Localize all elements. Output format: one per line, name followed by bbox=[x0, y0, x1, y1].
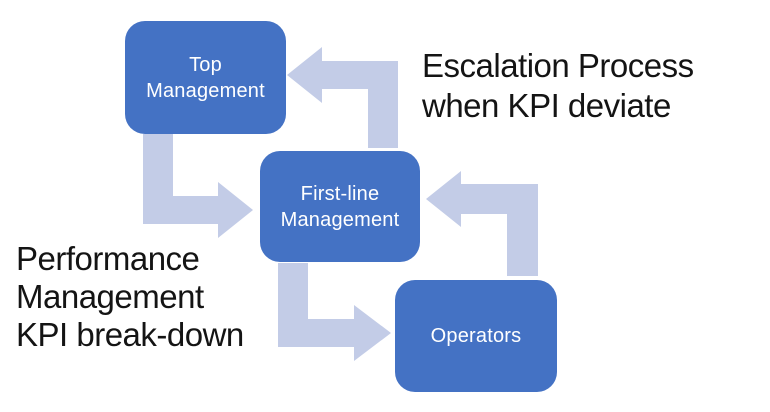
label-escalation-process: Escalation Process when KPI deviate bbox=[422, 46, 694, 126]
arrow-firstline-to-top bbox=[287, 47, 398, 148]
box-label-line: Management bbox=[146, 79, 265, 102]
label-line: Management bbox=[16, 278, 204, 315]
box-label-line: First-line bbox=[300, 182, 380, 205]
box-first-line-management: First-line Management bbox=[260, 151, 420, 262]
box-top-management: Top Management bbox=[125, 21, 286, 134]
arrow-firstline-to-operators bbox=[278, 263, 391, 361]
box-label-line: Management bbox=[280, 208, 400, 231]
box-operators: Operators bbox=[395, 280, 557, 392]
label-performance-management: Performance Management KPI break-down bbox=[16, 240, 244, 354]
box-label-line: Top bbox=[189, 53, 222, 76]
arrow-top-to-firstline bbox=[143, 134, 253, 238]
arrow-operators-to-firstline bbox=[426, 171, 538, 276]
label-line: KPI break-down bbox=[16, 316, 244, 353]
label-line: Performance bbox=[16, 240, 200, 277]
label-line: Escalation Process bbox=[422, 47, 694, 84]
box-label-line: Operators bbox=[430, 325, 522, 347]
label-line: when KPI deviate bbox=[422, 87, 671, 124]
